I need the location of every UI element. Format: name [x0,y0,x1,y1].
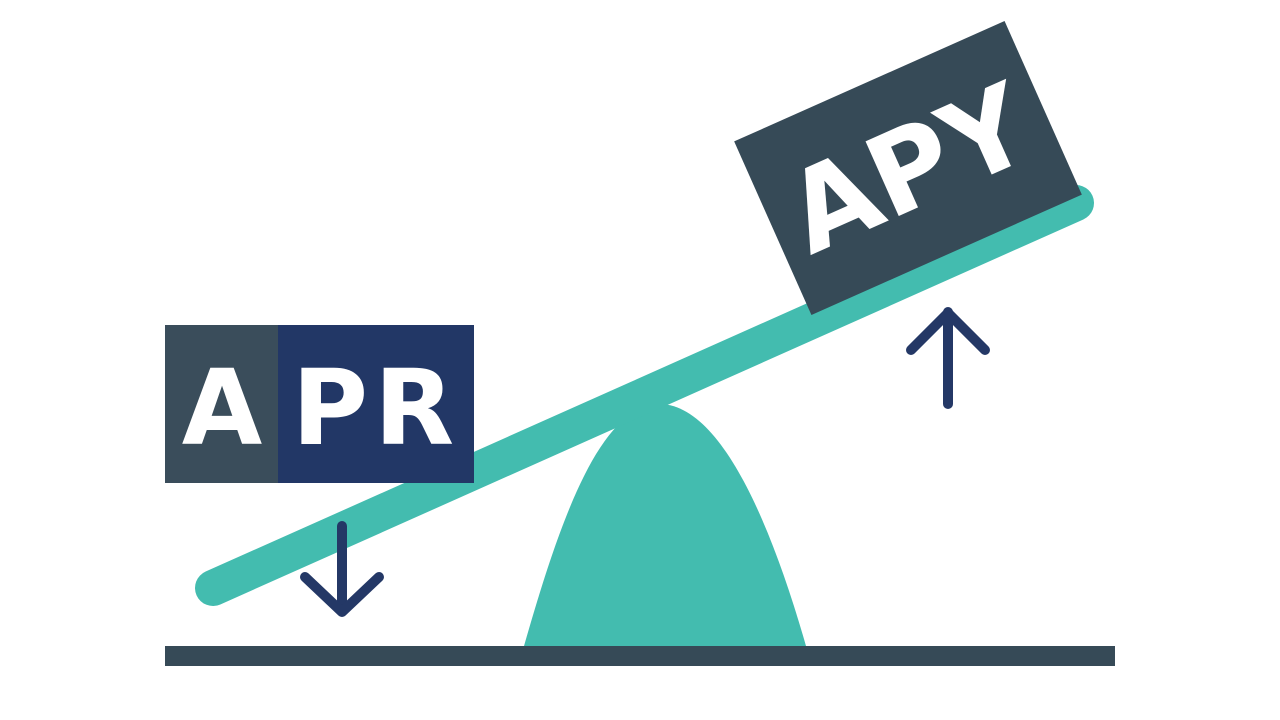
apr-label-left: A [182,347,263,469]
apy-box-background [734,21,1082,315]
down-arrow-icon [300,521,384,617]
up-arrow-icon [906,307,990,409]
apr-label-right: PR [292,347,460,469]
apy-box: APY [734,21,1082,315]
seesaw-plank [195,185,1094,606]
apr-box: A PR [165,325,474,483]
apr-box-left-panel [165,325,278,483]
apr-box-right-panel [278,325,474,483]
fulcrum [524,404,806,646]
ground-line [165,646,1115,666]
